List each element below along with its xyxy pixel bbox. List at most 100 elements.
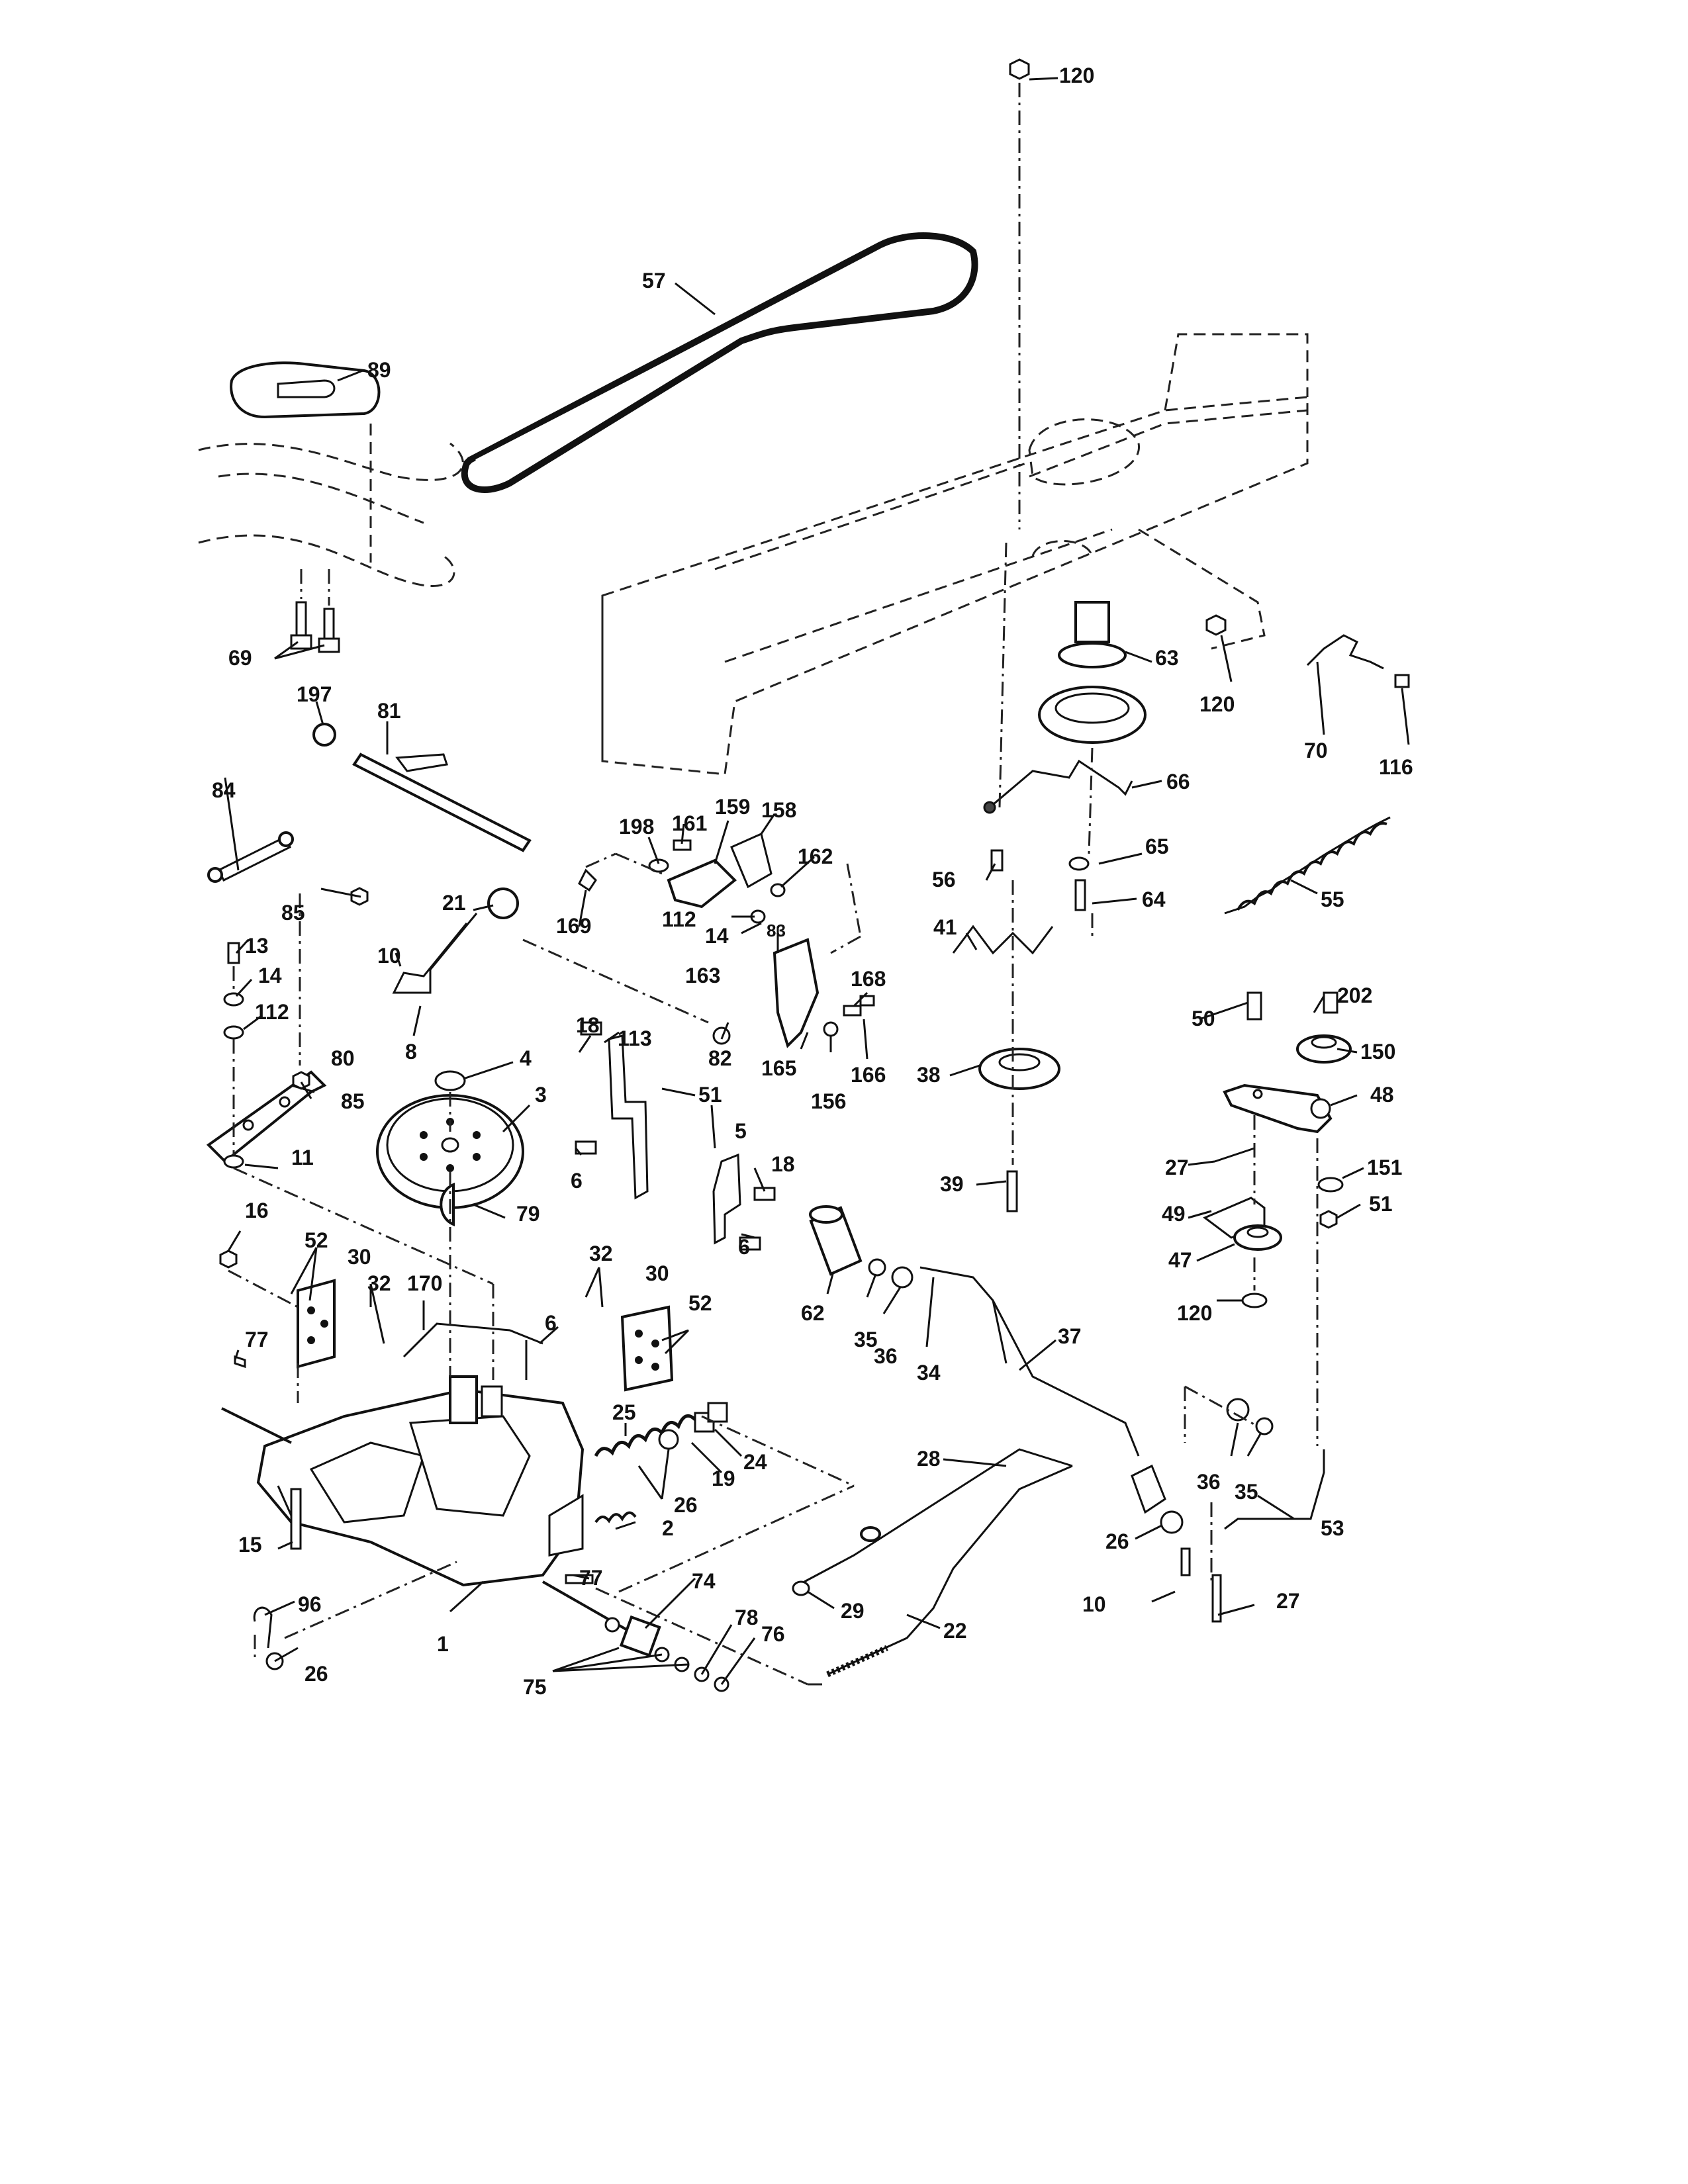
label-166: 166 — [851, 1063, 886, 1087]
label-82: 82 — [708, 1046, 732, 1070]
label-51-mid: 51 — [698, 1083, 722, 1107]
label-10-right: 10 — [1082, 1592, 1106, 1616]
label-22: 22 — [943, 1619, 967, 1643]
label-78: 78 — [735, 1606, 759, 1629]
label-52-right: 52 — [688, 1291, 712, 1315]
label-76: 76 — [761, 1622, 785, 1646]
leader-lines — [224, 77, 1410, 1685]
label-62: 62 — [801, 1301, 825, 1325]
label-162: 162 — [798, 844, 833, 868]
bushing-62 — [809, 1205, 863, 1276]
label-120-top: 120 — [1059, 64, 1094, 87]
label-36-right: 36 — [1197, 1470, 1221, 1494]
label-10-left: 10 — [377, 944, 401, 968]
key-79 — [440, 1183, 455, 1226]
label-57: 57 — [642, 269, 666, 293]
label-113: 113 — [618, 1026, 652, 1050]
label-64: 64 — [1142, 887, 1166, 911]
label-84: 84 — [212, 778, 236, 802]
label-69: 69 — [228, 646, 252, 670]
bracket-158 — [730, 832, 773, 889]
pulley-47 — [1233, 1224, 1282, 1251]
spring-2 — [594, 1511, 637, 1524]
label-50: 50 — [1192, 1007, 1215, 1030]
label-28: 28 — [917, 1447, 941, 1471]
rod-22 — [826, 1465, 1073, 1678]
label-38: 38 — [917, 1063, 941, 1087]
label-56: 56 — [932, 868, 956, 891]
label-25: 25 — [612, 1400, 636, 1424]
label-85-top: 85 — [281, 901, 305, 925]
label-63: 63 — [1155, 646, 1179, 670]
spring-25 — [594, 1414, 696, 1457]
label-26-mid: 26 — [674, 1493, 698, 1517]
label-169: 169 — [556, 914, 591, 938]
label-32-left: 32 — [367, 1271, 391, 1295]
fasteners — [219, 58, 1410, 1670]
label-30-right: 30 — [645, 1261, 669, 1285]
rod-53 — [1224, 1449, 1325, 1530]
label-48: 48 — [1370, 1083, 1394, 1107]
label-116: 116 — [1379, 755, 1413, 779]
label-89: 89 — [367, 358, 391, 382]
label-161: 161 — [672, 811, 707, 835]
label-26-right: 26 — [1105, 1529, 1129, 1553]
label-34: 34 — [917, 1361, 941, 1385]
label-35-mid: 35 — [854, 1328, 878, 1351]
label-120-low: 120 — [1177, 1301, 1212, 1325]
pulley-150 — [1296, 1034, 1352, 1064]
label-66: 66 — [1166, 770, 1190, 794]
label-1: 1 — [437, 1632, 449, 1656]
drive-belt — [461, 232, 978, 493]
label-36-mid: 36 — [874, 1344, 898, 1368]
label-39: 39 — [940, 1172, 964, 1196]
label-27-right: 27 — [1276, 1589, 1300, 1613]
bracket-165 — [773, 938, 820, 1048]
rod-28 — [804, 1448, 1073, 1583]
label-85-mid: 85 — [341, 1089, 365, 1113]
label-52-left: 52 — [305, 1228, 328, 1252]
label-21: 21 — [442, 891, 466, 915]
label-14-mid: 14 — [705, 924, 729, 948]
label-165: 165 — [761, 1056, 796, 1080]
engine-pulley-63 — [1038, 601, 1147, 744]
label-13: 13 — [245, 934, 269, 958]
chassis-frame — [601, 333, 1309, 776]
label-53: 53 — [1321, 1516, 1344, 1540]
label-26-left: 26 — [305, 1662, 328, 1686]
label-24: 24 — [743, 1450, 767, 1474]
label-18-mid: 18 — [771, 1152, 795, 1176]
label-151: 151 — [1367, 1156, 1402, 1179]
label-96: 96 — [298, 1592, 322, 1616]
label-198: 198 — [619, 815, 654, 839]
shift-shaft — [312, 723, 532, 852]
label-51-right: 51 — [1369, 1192, 1393, 1216]
label-81: 81 — [377, 699, 401, 723]
label-3: 3 — [535, 1083, 547, 1107]
label-6-mid: 6 — [738, 1235, 750, 1259]
label-35-right: 35 — [1235, 1480, 1258, 1504]
label-55: 55 — [1321, 887, 1344, 911]
label-15: 15 — [238, 1533, 262, 1557]
transaxle — [221, 1375, 636, 1636]
label-4: 4 — [520, 1046, 532, 1070]
shift-knob — [487, 887, 519, 919]
body-outline — [198, 424, 464, 587]
label-2: 2 — [662, 1516, 674, 1540]
label-11: 11 — [291, 1146, 314, 1169]
brake-arm-48 — [1223, 1083, 1333, 1134]
label-112-mid: 112 — [662, 907, 696, 931]
bracket-30-left — [297, 1279, 336, 1369]
label-29: 29 — [841, 1599, 865, 1623]
label-120-mid: 120 — [1199, 692, 1235, 716]
idler-pulley-38 — [978, 1048, 1060, 1090]
rod-70 — [1306, 634, 1384, 670]
label-112-left: 112 — [255, 1000, 289, 1024]
label-159: 159 — [715, 795, 750, 819]
idler-arm-66 — [983, 759, 1133, 814]
label-70: 70 — [1304, 739, 1328, 762]
transaxle-pulley — [376, 1094, 524, 1209]
bracket-30-right — [620, 1305, 674, 1392]
bracket-5 — [712, 1153, 741, 1245]
